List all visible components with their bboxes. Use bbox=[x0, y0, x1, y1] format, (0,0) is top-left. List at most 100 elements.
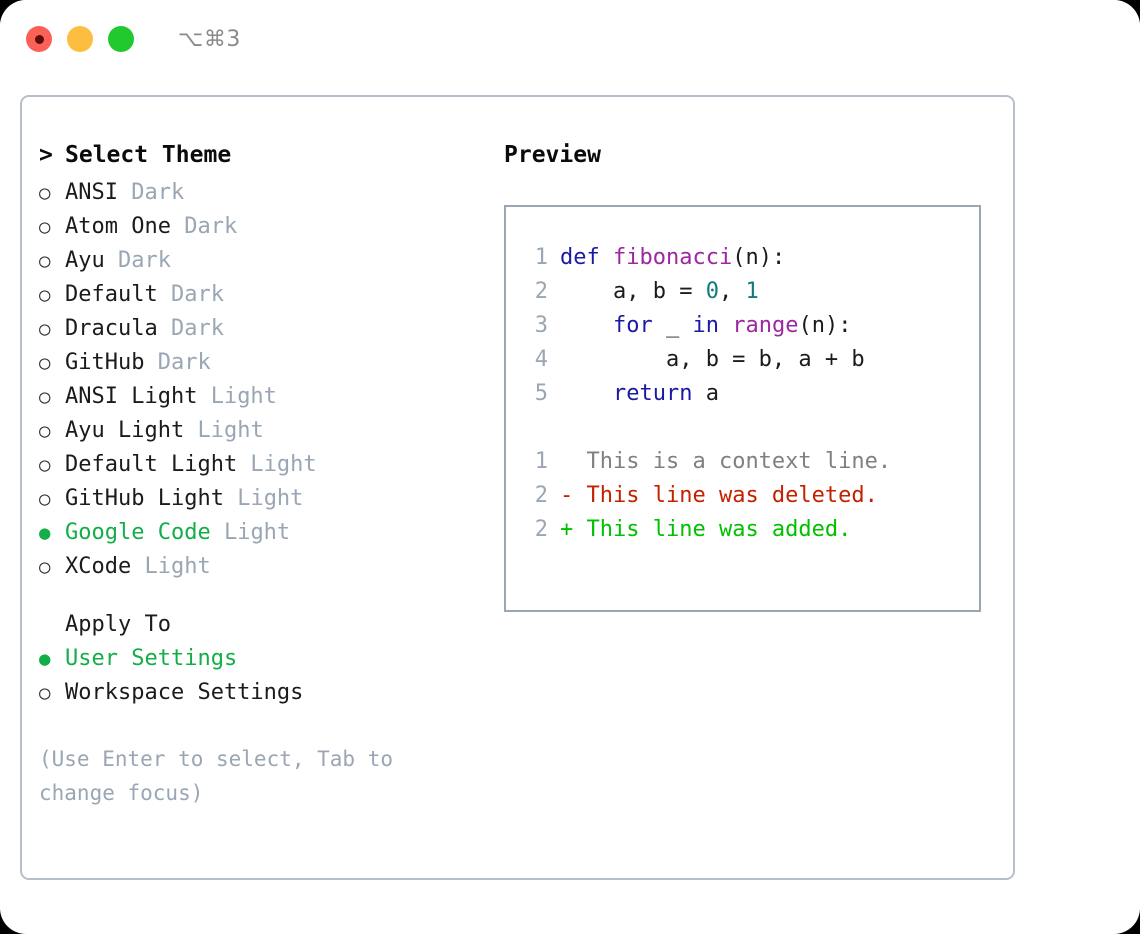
code-token bbox=[719, 313, 732, 338]
theme-list-item[interactable]: ○ ANSI Light Light bbox=[39, 384, 499, 418]
code-token: (n): bbox=[798, 313, 852, 338]
theme-picker-column: > Select Theme ○ANSI Dark○Atom One Dark○… bbox=[39, 142, 499, 810]
prompt-caret-icon: > bbox=[39, 142, 53, 168]
radio-unselected-icon: ○ bbox=[39, 556, 51, 578]
diff-line-text: This line was added. bbox=[586, 517, 852, 542]
theme-item-variant: Dark bbox=[157, 316, 224, 341]
apply-to-item[interactable]: ● User Settings bbox=[39, 646, 499, 680]
code-token: 1 bbox=[745, 279, 759, 304]
diff-line: 2 + This line was added. bbox=[520, 517, 979, 551]
theme-item-variant: Dark bbox=[104, 248, 171, 273]
theme-item-label: ANSI bbox=[65, 180, 118, 205]
diff-line-text: This is a context line. bbox=[586, 449, 892, 474]
theme-item-label: XCode bbox=[65, 554, 132, 579]
code-token bbox=[560, 313, 613, 338]
radio-unselected-icon: ○ bbox=[39, 420, 51, 442]
code-token bbox=[560, 381, 613, 406]
recording-indicator-icon bbox=[34, 34, 44, 44]
code-line-number: 4 bbox=[534, 347, 548, 372]
diff-line-number: 2 bbox=[534, 517, 548, 542]
minimize-button[interactable] bbox=[67, 26, 93, 52]
code-token: (n): bbox=[732, 245, 786, 270]
theme-item-label: Ayu Light bbox=[65, 418, 185, 443]
code-diff-separator bbox=[520, 415, 979, 449]
code-token: _ bbox=[652, 313, 693, 338]
theme-item-variant: Light bbox=[210, 520, 291, 545]
apply-to-list: ● User Settings ○ Workspace Settings bbox=[39, 646, 499, 714]
code-token: a, b = b, a + b bbox=[560, 347, 865, 372]
maximize-button[interactable] bbox=[108, 26, 134, 52]
radio-unselected-icon: ○ bbox=[39, 488, 51, 510]
theme-item-variant: Dark bbox=[144, 350, 211, 375]
code-line: 1 def fibonacci(n): bbox=[520, 245, 979, 279]
code-token: fibonacci bbox=[612, 245, 733, 270]
theme-list-item[interactable]: ○ ANSI Dark bbox=[39, 180, 499, 214]
apply-to-bullet-placeholder: ○ bbox=[39, 616, 65, 635]
title-bar: ⌥⌘3 bbox=[0, 0, 1140, 78]
keyboard-shortcut-label: ⌥⌘3 bbox=[178, 26, 241, 52]
diff-marker: + bbox=[560, 517, 587, 542]
code-line: 4 a, b = b, a + b bbox=[520, 347, 979, 381]
radio-unselected-icon: ○ bbox=[39, 284, 51, 306]
theme-list-item[interactable]: ○GitHub Dark bbox=[39, 350, 499, 384]
theme-list-item[interactable]: ○ Atom One Dark bbox=[39, 214, 499, 248]
code-token: return bbox=[612, 381, 693, 406]
apply-to-title: ○ Apply To bbox=[39, 612, 499, 646]
diff-line: 1 This is a context line. bbox=[520, 449, 979, 483]
code-line: 3 for _ in range(n): bbox=[520, 313, 979, 347]
apply-to-item-label: Workspace Settings bbox=[65, 680, 304, 705]
select-theme-header: > Select Theme bbox=[39, 142, 499, 180]
diff-line-text: This line was deleted. bbox=[586, 483, 878, 508]
diff-marker bbox=[560, 449, 587, 474]
code-line-number: 2 bbox=[534, 279, 548, 304]
theme-list-item[interactable]: ○Default Dark bbox=[39, 282, 499, 316]
theme-item-variant: Light bbox=[131, 554, 211, 579]
radio-unselected-icon: ○ bbox=[39, 250, 51, 272]
code-line: 2 a, b = 0, 1 bbox=[520, 279, 979, 313]
radio-unselected-icon: ○ bbox=[39, 386, 51, 408]
diff-marker: - bbox=[560, 483, 587, 508]
theme-list-item[interactable]: ○Ayu Dark bbox=[39, 248, 499, 282]
code-line-number: 5 bbox=[534, 381, 548, 406]
theme-item-variant: Dark bbox=[157, 282, 224, 307]
code-token: , bbox=[718, 279, 746, 304]
hint-spacer bbox=[39, 714, 499, 742]
theme-list: ○ANSI Dark○Atom One Dark○Ayu Dark○Defaul… bbox=[39, 180, 499, 588]
code-line-number: 1 bbox=[534, 245, 548, 270]
theme-item-label: Atom One bbox=[65, 214, 171, 239]
theme-item-label: Google Code bbox=[65, 520, 211, 545]
apply-to-item[interactable]: ○ Workspace Settings bbox=[39, 680, 499, 714]
theme-list-item[interactable]: ○GitHub Light Light bbox=[39, 486, 499, 520]
code-token: a bbox=[692, 381, 719, 406]
radio-unselected-icon: ○ bbox=[39, 216, 51, 238]
code-line: 5 return a bbox=[520, 381, 979, 415]
radio-unselected-icon: ○ bbox=[39, 682, 51, 704]
radio-selected-icon: ● bbox=[39, 648, 51, 670]
theme-item-variant: Dark bbox=[170, 214, 238, 239]
main-panel: > Select Theme ○ANSI Dark○Atom One Dark○… bbox=[20, 95, 1015, 880]
radio-unselected-icon: ○ bbox=[39, 454, 51, 476]
theme-item-label: ANSI Light bbox=[65, 384, 198, 409]
code-token: def bbox=[560, 245, 613, 270]
diff-line-number: 1 bbox=[534, 449, 548, 474]
theme-item-label: Dracula bbox=[65, 316, 158, 341]
theme-list-item[interactable]: ○ XCode Light bbox=[39, 554, 499, 588]
close-button[interactable] bbox=[26, 26, 52, 52]
theme-item-variant: Light bbox=[197, 384, 277, 409]
code-token: range bbox=[732, 313, 799, 338]
theme-list-item[interactable]: ○Ayu Light Light bbox=[39, 418, 499, 452]
select-theme-header-label: Select Theme bbox=[65, 142, 232, 168]
radio-unselected-icon: ○ bbox=[39, 182, 51, 204]
apply-to-title-label: Apply To bbox=[65, 612, 171, 637]
theme-list-item[interactable]: ○Dracula Dark bbox=[39, 316, 499, 350]
theme-list-item[interactable]: ●Google Code Light bbox=[39, 520, 499, 554]
theme-item-variant: Dark bbox=[117, 180, 185, 205]
list-spacer bbox=[39, 588, 499, 612]
theme-list-item[interactable]: ○Default Light Light bbox=[39, 452, 499, 486]
theme-item-variant: Light bbox=[237, 452, 317, 477]
preview-title: Preview bbox=[504, 142, 601, 168]
apply-to-item-label: User Settings bbox=[65, 646, 238, 671]
